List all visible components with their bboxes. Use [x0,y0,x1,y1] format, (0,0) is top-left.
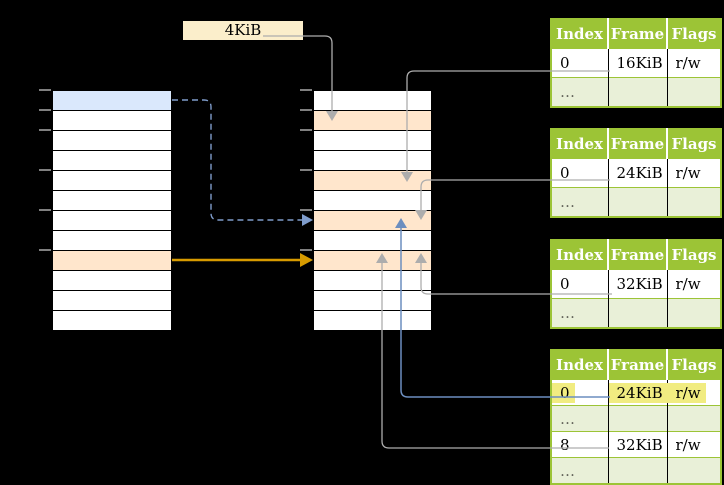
physical-memory-row-2 [314,131,431,151]
physical-memory-row-9 [314,271,431,291]
page-table-4-cell-1-0: … [551,405,609,432]
page-table-4-cell-0-1: 24KiB [608,379,668,406]
page-table-4-cell-0-0: 0 [551,379,609,406]
page-table-4-cell-3-0: … [551,457,609,484]
page-table-1-header-flags: Flags [667,19,721,49]
page-table-2-header-frame: Frame [608,129,668,159]
virtual-memory-row-4 [53,171,171,191]
page-table-4-header-flags: Flags [667,350,721,380]
arrow-virtual-page0-translation [172,99,313,226]
page-table-1-row-1: … [551,77,721,107]
page-table-2-header-index: Index [551,129,609,159]
page-table-4-cell-1-2 [667,405,721,432]
virtual-memory-row-8 [53,251,171,271]
page-table-1-cell-1-0: … [551,77,609,107]
physical-memory-row-5 [314,191,431,211]
physical-memory-row-6 [314,211,431,231]
page-table-4-cell-2-2: r/w [667,431,721,458]
page-table-1-cell-0-0: 0 [551,48,609,78]
page-table-3-header-index: Index [551,240,609,270]
arrow-virtual-page8-translation [172,253,313,267]
arrowhead-virtual-page0-translation [302,214,313,226]
page-table-3-cell-1-0: … [551,298,609,328]
highlighted-value: 0 [552,382,575,403]
page-table-4-cell-3-2 [667,457,721,484]
page-table-3-cell-1-1 [608,298,668,328]
virtual-memory-column [52,90,172,331]
virtual-memory-row-5 [53,191,171,211]
page-table-4-cell-2-1: 32KiB [608,431,668,458]
page-table-1-header-index: Index [551,19,609,49]
virtual-memory-row-11 [53,311,171,330]
highlighted-value: r/w [667,382,706,403]
page-table-2-row-1: … [551,187,721,217]
page-table-4-header-index: Index [551,350,609,380]
page-table-3-cell-0-0: 0 [551,269,609,299]
page-table-4-cell-0-2: r/w [667,379,721,406]
page-table-3-header-flags: Flags [667,240,721,270]
virtual-memory-row-9 [53,271,171,291]
arrowhead-virtual-page8-translation [300,253,313,267]
page-size-label: 4KiB [183,21,303,40]
page-table-2-cell-0-2: r/w [667,158,721,188]
physical-memory-row-4 [314,171,431,191]
physical-memory-row-7 [314,231,431,251]
page-table-1-cell-0-1: 16KiB [608,48,668,78]
page-table-1-cell-0-2: r/w [667,48,721,78]
page-table-3-cell-1-2 [667,298,721,328]
page-table-2-cell-1-2 [667,187,721,217]
virtual-memory-row-3 [53,151,171,171]
physical-memory-row-10 [314,291,431,311]
physical-memory-row-3 [314,151,431,171]
page-table-2-cell-1-1 [608,187,668,217]
page-table-3-cell-0-1: 32KiB [608,269,668,299]
page-table-2-cell-0-0: 0 [551,158,609,188]
page-table-2-cell-0-1: 24KiB [608,158,668,188]
page-table-3-header-frame: Frame [608,240,668,270]
page-table-1-cell-1-2 [667,77,721,107]
virtual-memory-row-10 [53,291,171,311]
page-table-4-row-1: … [551,405,721,432]
page-table-4-cell-3-1 [608,457,668,484]
page-table-2-header-flags: Flags [667,129,721,159]
page-table-1-header-frame: Frame [608,19,668,49]
virtual-memory-row-1 [53,111,171,131]
page-table-4-cell-2-0: 8 [551,431,609,458]
virtual-memory-row-7 [53,231,171,251]
physical-memory-row-8 [314,251,431,271]
virtual-memory-row-2 [53,131,171,151]
highlighted-value: 24KiB [608,382,668,403]
page-table-2-cell-1-0: … [551,187,609,217]
physical-memory-row-1 [314,111,431,131]
physical-memory-row-0 [314,91,431,111]
page-table-4-cell-1-1 [608,405,668,432]
page-table-4-row-3: … [551,457,721,484]
virtual-memory-row-0 [53,91,171,111]
page-table-3-cell-0-2: r/w [667,269,721,299]
virtual-memory-row-6 [53,211,171,231]
page-table-1-cell-1-1 [608,77,668,107]
physical-memory-row-11 [314,311,431,330]
page-table-4-header-frame: Frame [608,350,668,380]
physical-memory-column [313,90,432,331]
page-table-3-row-1: … [551,298,721,328]
